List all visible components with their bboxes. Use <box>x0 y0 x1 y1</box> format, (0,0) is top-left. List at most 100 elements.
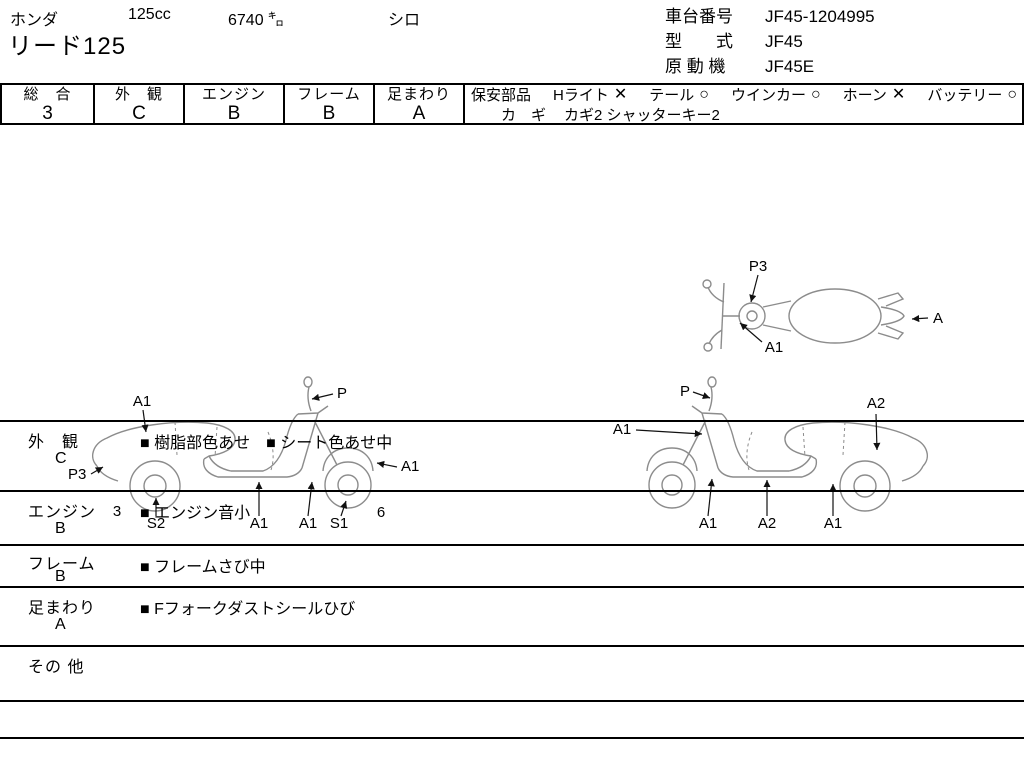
key-value: カギ2 シャッターキー2 <box>564 107 720 124</box>
displacement: 125cc <box>128 6 171 23</box>
note-row-undercarriage: 足まわり A ■ Fフォークダストシールひび <box>0 588 1024 647</box>
safety-parts-line: 保安部品 Hライト ✕ テール ○ ウインカー ○ ホーン ✕ <box>471 86 1018 106</box>
leader-arrow <box>692 391 711 399</box>
note-category: 足まわり <box>28 600 97 617</box>
diagram-label-a1: A1 <box>613 421 631 438</box>
note-category: エンジン <box>28 504 97 521</box>
header: ホンダ 125cc 6740 ㌔ シロ リード125 車台番号 JF45-120… <box>0 0 1024 83</box>
scooter-left-side-sketch <box>91 376 374 512</box>
empty-row <box>0 739 1024 768</box>
leader-arrow <box>376 460 398 468</box>
grade-label: エンジン <box>201 86 266 103</box>
mileage: 6740 ㌔ <box>228 12 285 29</box>
model-code-label: 型 式 <box>665 32 733 51</box>
leader-arrow <box>707 478 715 517</box>
grade-cell-undercarriage: 足まわり A <box>375 85 465 123</box>
scooter-top-view-diagram: P3 A1 A <box>702 258 943 356</box>
engine-code-row: 原 動 機 JF45E <box>665 54 875 79</box>
leader-arrow <box>311 393 334 401</box>
key-label: カ ギ <box>501 107 547 124</box>
diagram-label-a1: A1 <box>401 458 419 475</box>
leader-arrow <box>749 274 759 303</box>
note-row-exterior: 外 観 C ■ 樹脂部色あせ ■ シート色あせ中 <box>0 422 1024 492</box>
note-category: 外 観 <box>28 434 80 451</box>
grade-label: 外 観 <box>114 86 163 103</box>
diagram-label-3: 3 <box>113 503 121 520</box>
grade-value: B <box>322 103 336 124</box>
note-grade: C <box>55 450 67 467</box>
grade-value: C <box>132 103 146 124</box>
safety-item-tail: テール ○ <box>649 86 709 106</box>
diagram-label-a1: A1 <box>824 515 842 532</box>
grade-label: 総 合 <box>23 86 72 103</box>
safety-item-name: テール <box>649 87 695 104</box>
safety-item-name: Hライト <box>553 87 609 104</box>
note-grade: A <box>55 616 66 633</box>
diagram-label-a1: A1 <box>765 339 783 356</box>
diagram-label-p: P <box>337 385 347 402</box>
leader-arrow <box>739 322 763 343</box>
scooter-left-side-diagram: A1 P P3 3 S2 A1 A1 S1 6 A1 <box>68 376 419 532</box>
note-text: ■ 樹脂部色あせ ■ シート色あせ中 <box>140 435 393 452</box>
diagram-label-a: A <box>933 310 943 327</box>
diagram-label-a1: A1 <box>133 393 151 410</box>
scooter-top-view-sketch <box>702 279 905 352</box>
status-ok-icon: ○ <box>1007 86 1017 103</box>
chassis-number-label: 車台番号 <box>665 7 733 26</box>
engine-code-value: JF45E <box>765 57 815 76</box>
model-code-row: 型 式 JF45 <box>665 29 875 54</box>
safety-parts-label: 保安部品 <box>471 87 532 104</box>
maker-name: ホンダ <box>10 12 59 29</box>
safety-item-winker: ウインカー ○ <box>731 86 821 106</box>
safety-item-name: バッテリー <box>927 87 1003 104</box>
key-line: カ ギ カギ2 シャッターキー2 <box>471 106 1018 125</box>
diagram-label-a2: A2 <box>758 515 776 532</box>
status-ng-icon: ✕ <box>891 86 906 103</box>
condition-notes: 外 観 C ■ 樹脂部色あせ ■ シート色あせ中 エンジン B ■ エンジン音小… <box>0 420 1024 768</box>
model-name: リード125 <box>8 33 127 60</box>
grade-label: 足まわり <box>386 86 451 103</box>
note-category: その 他 <box>28 659 85 676</box>
note-row-engine: エンジン B ■ エンジン音小 <box>0 492 1024 546</box>
diagram-label-6: 6 <box>377 504 385 521</box>
note-grade: B <box>55 568 66 585</box>
diagram-label-p: P <box>680 383 690 400</box>
leader-arrow <box>911 314 929 323</box>
vehicle-codes: 車台番号 JF45-1204995 型 式 JF45 原 動 機 JF45E <box>665 4 875 79</box>
scooter-right-side-sketch <box>646 376 929 512</box>
note-text: ■ エンジン音小 <box>140 505 251 522</box>
diagram-label-a1: A1 <box>250 515 268 532</box>
leader-arrow <box>635 429 703 438</box>
chassis-number-value: JF45-1204995 <box>765 7 875 26</box>
diagram-label-a2: A2 <box>867 395 885 412</box>
status-ok-icon: ○ <box>699 86 709 103</box>
diagram-label-a1: A1 <box>699 515 717 532</box>
safety-parts-cell: 保安部品 Hライト ✕ テール ○ ウインカー ○ ホーン ✕ <box>465 85 1024 125</box>
grade-cell-exterior: 外 観 C <box>95 85 185 123</box>
damage-diagram-area: P3 A1 A <box>0 125 1024 532</box>
grade-label: フレーム <box>297 86 361 103</box>
model-code-value: JF45 <box>765 32 803 51</box>
empty-row <box>0 702 1024 739</box>
note-row-frame: フレーム B ■ フレームさび中 <box>0 546 1024 588</box>
body-color: シロ <box>388 12 421 29</box>
leader-arrow <box>90 466 104 475</box>
diagram-label-s2: S2 <box>147 515 165 532</box>
grade-cell-frame: フレーム B <box>285 85 375 123</box>
note-text: ■ Fフォークダストシールひび <box>140 601 356 618</box>
safety-item-name: ウインカー <box>730 87 806 104</box>
engine-code-label: 原 動 機 <box>665 57 726 76</box>
grade-value: B <box>227 103 241 124</box>
note-category: フレーム <box>28 556 96 573</box>
status-ng-icon: ✕ <box>613 86 628 103</box>
chassis-number-row: 車台番号 JF45-1204995 <box>665 4 875 29</box>
note-text: ■ フレームさび中 <box>140 559 266 576</box>
diagram-label-p3: P3 <box>68 466 86 483</box>
note-grade: B <box>55 520 66 537</box>
leader-arrow <box>307 481 315 517</box>
diagram-label-a1: A1 <box>299 515 317 532</box>
safety-item-name: ホーン <box>842 87 887 104</box>
grade-value: A <box>412 103 426 124</box>
diagram-label-p3: P3 <box>749 258 767 275</box>
